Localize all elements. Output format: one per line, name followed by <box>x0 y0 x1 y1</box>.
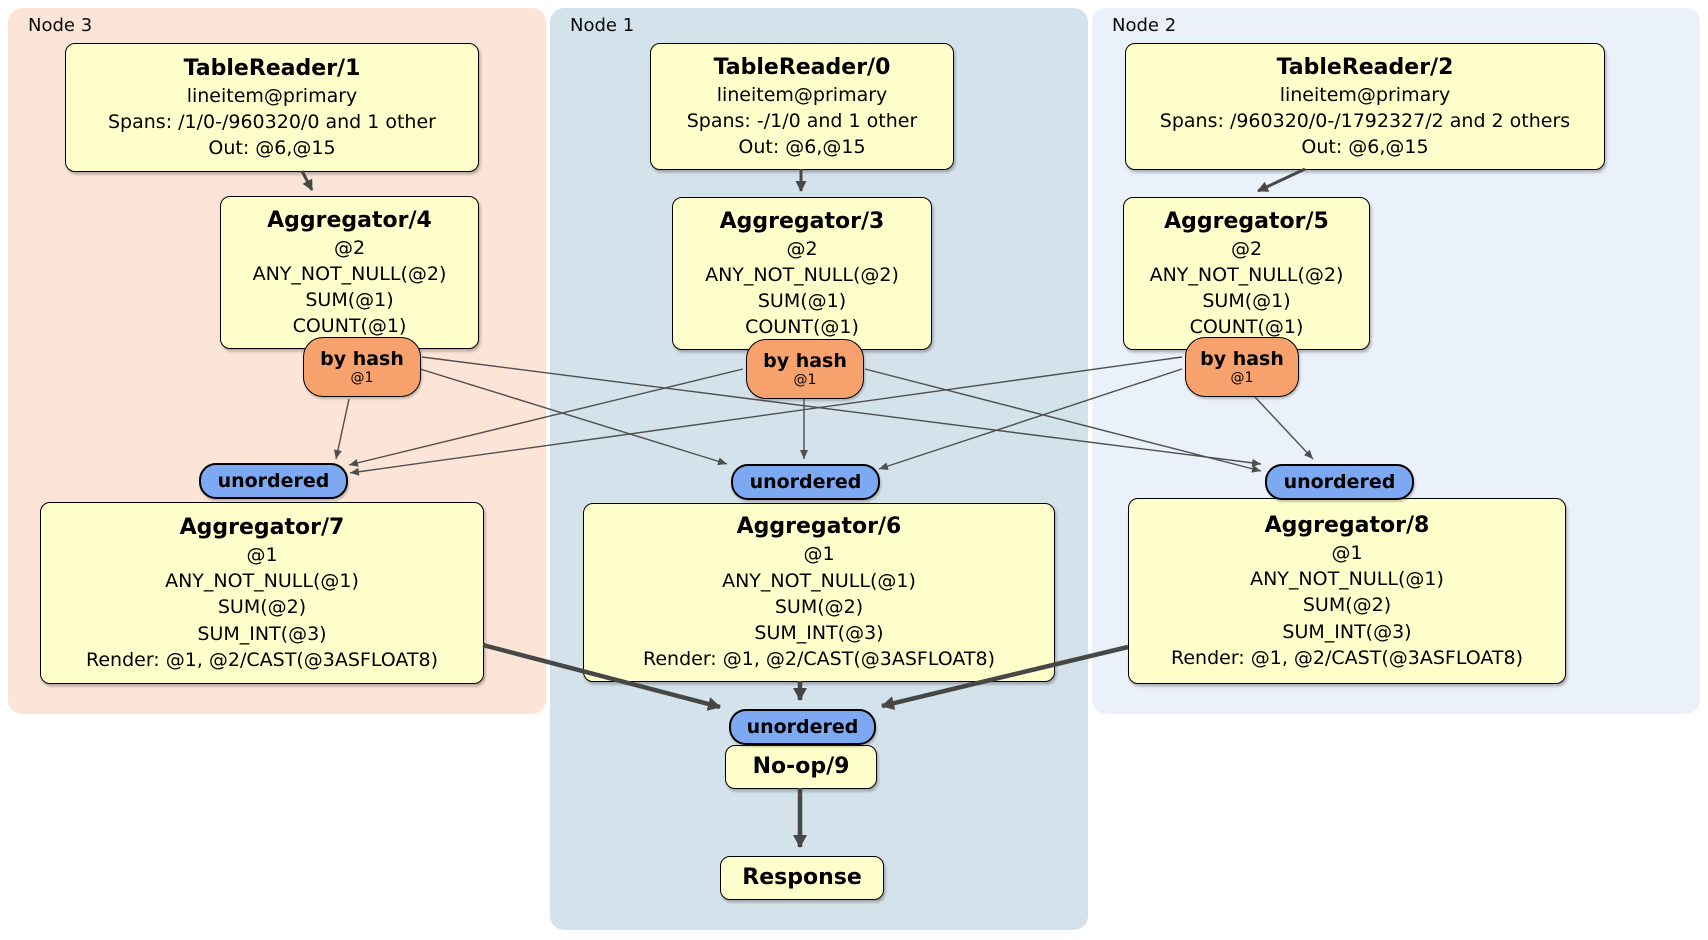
aggregator-3-title: Aggregator/3 <box>719 208 885 234</box>
noop-9-title: No-op/9 <box>752 754 850 780</box>
aggregator-4-title: Aggregator/4 <box>267 207 432 233</box>
aggregator-5-box: Aggregator/5 @2 ANY_NOT_NULL(@2) SUM(@1)… <box>1123 197 1370 350</box>
aggregator-5-title: Aggregator/5 <box>1164 208 1329 234</box>
tablereader-0-line: Spans: -/1/0 and 1 other <box>686 109 918 132</box>
aggregator-8-line: Render: @1, @2/CAST(@3ASFLOAT8) <box>1171 646 1523 669</box>
aggregator-7-line: SUM_INT(@3) <box>197 622 327 645</box>
aggregator-8-line: SUM_INT(@3) <box>1282 620 1412 643</box>
aggregator-7-line: SUM(@2) <box>217 596 307 619</box>
by-hash-label: by hash <box>1200 347 1284 370</box>
aggregator-3-box: Aggregator/3 @2 ANY_NOT_NULL(@2) SUM(@1)… <box>672 197 932 350</box>
aggregator-3-line: ANY_NOT_NULL(@2) <box>705 263 899 286</box>
aggregator-6-line: SUM(@2) <box>774 595 864 618</box>
aggregator-6-line: SUM_INT(@3) <box>754 622 884 645</box>
aggregator-4-line: COUNT(@1) <box>292 315 407 338</box>
unordered-stream-node1: unordered <box>731 464 880 500</box>
aggregator-6-title: Aggregator/6 <box>736 514 902 540</box>
unordered-label: unordered <box>746 716 859 738</box>
unordered-label: unordered <box>1283 471 1396 493</box>
noop-9-box: No-op/9 <box>725 745 877 789</box>
aggregator-7-line: Render: @1, @2/CAST(@3ASFLOAT8) <box>86 648 438 671</box>
aggregator-3-line: @2 <box>786 237 818 260</box>
tablereader-0-title: TableReader/0 <box>713 54 891 80</box>
by-hash-tag: @1 <box>350 370 374 387</box>
tablereader-2-line: Out: @6,@15 <box>1301 136 1429 159</box>
node-2-label: Node 2 <box>1112 15 1177 36</box>
unordered-label: unordered <box>217 470 330 492</box>
tablereader-2-line: Spans: /960320/0-/1792327/2 and 2 others <box>1159 109 1571 132</box>
tablereader-1-title: TableReader/1 <box>183 55 361 81</box>
aggregator-6-box: Aggregator/6 @1 ANY_NOT_NULL(@1) SUM(@2)… <box>583 503 1055 682</box>
aggregator-5-line: @2 <box>1230 237 1263 260</box>
aggregator-8-box: Aggregator/8 @1 ANY_NOT_NULL(@1) SUM(@2)… <box>1128 498 1566 684</box>
unordered-stream-final: unordered <box>729 709 876 745</box>
aggregator-5-line: COUNT(@1) <box>1189 316 1304 339</box>
tablereader-2-line: lineitem@primary <box>1279 83 1451 106</box>
tablereader-1-line: Spans: /1/0-/960320/0 and 1 other <box>108 110 436 133</box>
tablereader-0-box: TableReader/0 lineitem@primary Spans: -/… <box>650 43 954 170</box>
aggregator-4-box: Aggregator/4 @2 ANY_NOT_NULL(@2) SUM(@1)… <box>220 196 479 349</box>
tablereader-1-line: lineitem@primary <box>186 84 358 107</box>
aggregator-4-line: SUM(@1) <box>305 289 394 312</box>
aggregator-6-line: Render: @1, @2/CAST(@3ASFLOAT8) <box>643 648 995 671</box>
aggregator-4-line: ANY_NOT_NULL(@2) <box>252 262 447 285</box>
aggregator-7-box: Aggregator/7 @1 ANY_NOT_NULL(@1) SUM(@2)… <box>40 502 484 684</box>
tablereader-1-box: TableReader/1 lineitem@primary Spans: /1… <box>65 43 479 172</box>
tablereader-0-line: lineitem@primary <box>716 83 888 106</box>
response-title: Response <box>742 865 862 891</box>
tablereader-2-title: TableReader/2 <box>1276 54 1454 80</box>
aggregator-8-line: SUM(@2) <box>1302 594 1392 617</box>
tablereader-0-line: Out: @6,@15 <box>738 136 866 159</box>
aggregator-7-line: ANY_NOT_NULL(@1) <box>165 570 359 593</box>
tablereader-2-box: TableReader/2 lineitem@primary Spans: /9… <box>1125 43 1605 170</box>
response-box: Response <box>720 856 884 900</box>
by-hash-label: by hash <box>763 349 847 372</box>
unordered-stream-node3: unordered <box>199 463 348 499</box>
aggregator-7-line: @1 <box>246 543 278 566</box>
aggregator-3-line: COUNT(@1) <box>745 316 859 339</box>
by-hash-router-node3: by hash @1 <box>303 337 421 397</box>
aggregator-3-line: SUM(@1) <box>757 290 847 313</box>
by-hash-router-node1: by hash @1 <box>746 339 864 399</box>
by-hash-label: by hash <box>320 347 404 370</box>
unordered-stream-node2: unordered <box>1265 464 1414 500</box>
aggregator-6-line: ANY_NOT_NULL(@1) <box>722 569 916 592</box>
by-hash-tag: @1 <box>793 372 817 389</box>
aggregator-5-line: SUM(@1) <box>1202 290 1291 313</box>
node-1-label: Node 1 <box>570 15 635 36</box>
aggregator-4-line: @2 <box>333 236 366 259</box>
aggregator-8-title: Aggregator/8 <box>1264 512 1430 538</box>
aggregator-8-line: ANY_NOT_NULL(@1) <box>1250 568 1444 591</box>
aggregator-5-line: ANY_NOT_NULL(@2) <box>1149 263 1344 286</box>
by-hash-router-node2: by hash @1 <box>1185 337 1299 397</box>
aggregator-8-line: @1 <box>1331 541 1363 564</box>
aggregator-7-title: Aggregator/7 <box>179 514 345 540</box>
node-3-label: Node 3 <box>28 15 93 36</box>
aggregator-6-line: @1 <box>803 543 835 566</box>
by-hash-tag: @1 <box>1230 370 1254 387</box>
unordered-label: unordered <box>749 471 862 493</box>
tablereader-1-line: Out: @6,@15 <box>208 137 336 160</box>
